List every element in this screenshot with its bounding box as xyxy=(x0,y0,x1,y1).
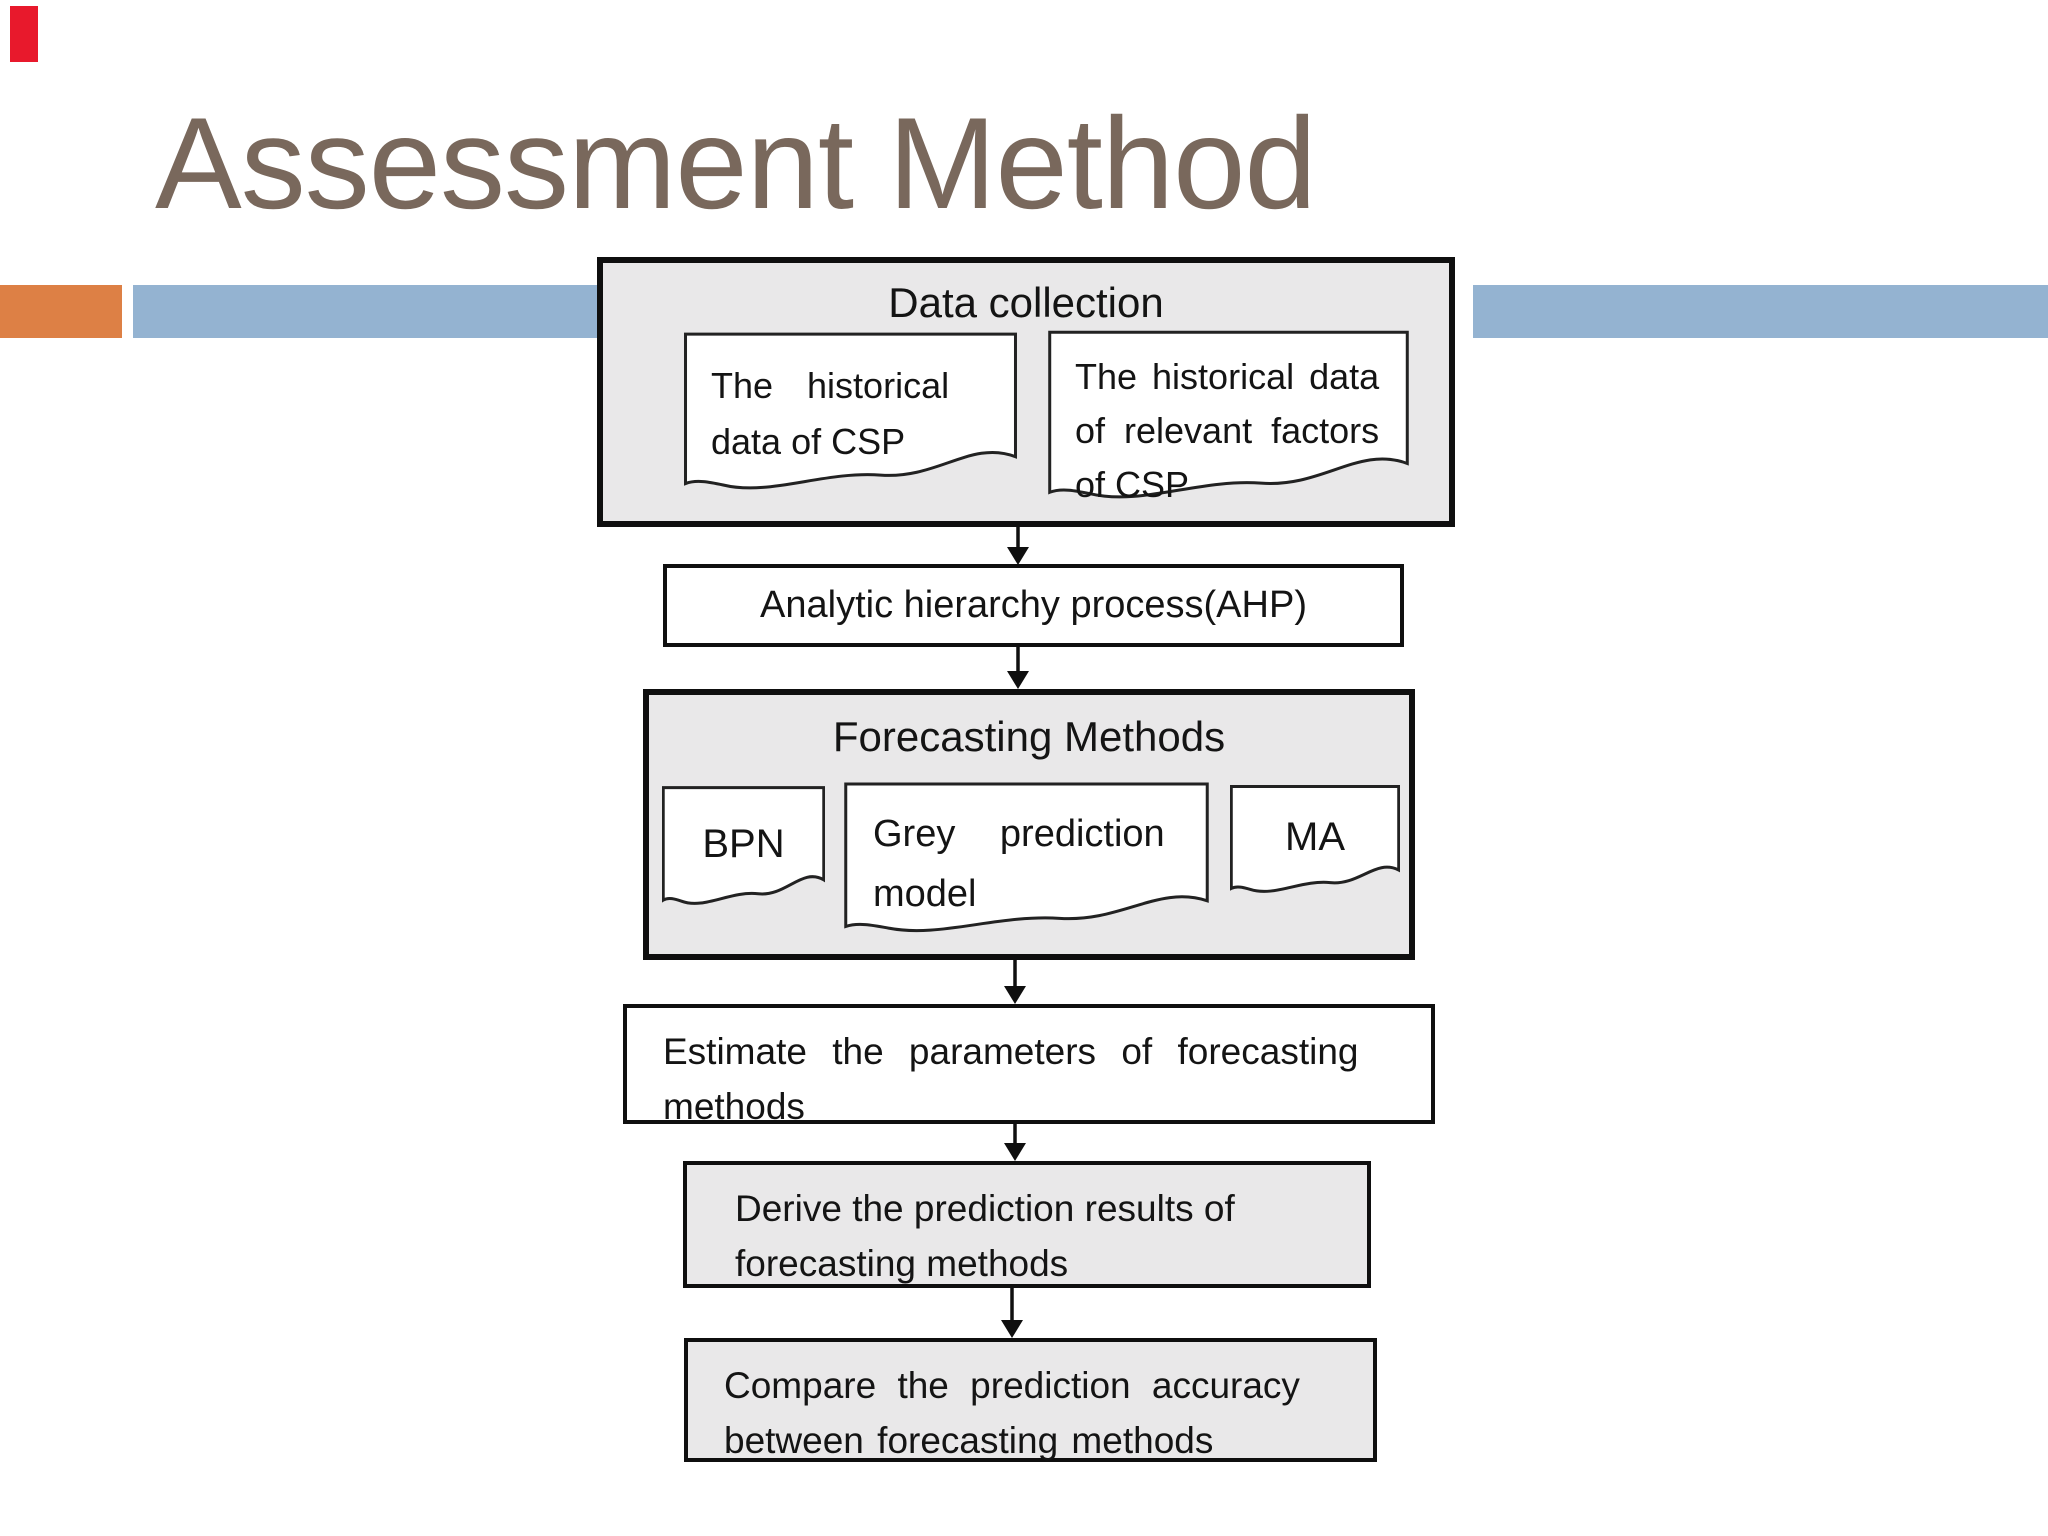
doc-ma-text: MA xyxy=(1230,817,1400,857)
ahp-label: Analytic hierarchy process(AHP) xyxy=(760,584,1307,626)
doc-bpn-text: BPN xyxy=(662,824,825,864)
doc-line: The historical xyxy=(711,365,950,406)
arrow-down-icon xyxy=(1001,1288,1023,1338)
red-corner-mark xyxy=(10,6,38,62)
doc-line: The historical data xyxy=(1075,356,1380,397)
box-line: Compare the prediction accuracy xyxy=(724,1365,1300,1406)
arrow-down-icon xyxy=(1007,527,1029,565)
doc-line: data of CSP xyxy=(711,421,906,462)
ahp-box: Analytic hierarchy process(AHP) xyxy=(663,564,1404,647)
box-line: between forecasting methods xyxy=(724,1420,1214,1461)
page-title: Assessment Method xyxy=(155,90,1317,236)
doc-ma: MA xyxy=(1230,785,1400,901)
box-line: methods xyxy=(663,1086,805,1127)
doc-historical-csp-text: The historical data of CSP xyxy=(683,332,1018,470)
derive-results-text: Derive the prediction results of forecas… xyxy=(687,1165,1367,1291)
estimate-parameters-text: Estimate the parameters of forecasting m… xyxy=(627,1008,1431,1134)
doc-line: Grey prediction xyxy=(873,813,1165,855)
box-line: Derive the prediction results of xyxy=(735,1188,1235,1229)
doc-relevant-factors-text: The historical data of relevant factors … xyxy=(1047,330,1410,512)
accent-bar-blue-left xyxy=(133,285,598,338)
doc-line: model xyxy=(873,873,977,915)
doc-grey-prediction: Grey prediction model xyxy=(843,782,1210,944)
derive-results-box: Derive the prediction results of forecas… xyxy=(683,1161,1371,1288)
arrow-down-icon xyxy=(1004,960,1026,1004)
doc-grey-prediction-text: Grey prediction model xyxy=(843,782,1210,924)
document-shape-icon xyxy=(843,782,1210,944)
arrow-down-icon xyxy=(1007,647,1029,689)
bpn-label: BPN xyxy=(702,822,785,866)
document-shape-icon xyxy=(1047,330,1410,512)
document-shape-icon xyxy=(683,332,1018,502)
compare-accuracy-box: Compare the prediction accuracy between … xyxy=(684,1338,1377,1462)
doc-relevant-factors: The historical data of relevant factors … xyxy=(1047,330,1410,512)
estimate-parameters-box: Estimate the parameters of forecasting m… xyxy=(623,1004,1435,1127)
box-line: Estimate the parameters of forecasting xyxy=(663,1031,1359,1072)
document-shape-icon xyxy=(1230,785,1400,901)
box-line: forecasting methods xyxy=(735,1243,1069,1284)
doc-line: of CSP xyxy=(1075,464,1190,505)
compare-accuracy-text: Compare the prediction accuracy between … xyxy=(688,1342,1373,1468)
document-shape-icon xyxy=(662,786,825,914)
forecasting-methods-header: Forecasting Methods xyxy=(832,713,1226,760)
arrow-down-icon xyxy=(1004,1124,1026,1161)
data-collection-header: Data collection xyxy=(888,279,1164,326)
doc-historical-csp: The historical data of CSP xyxy=(683,332,1018,502)
accent-bar-orange xyxy=(0,285,122,338)
ma-label: MA xyxy=(1285,815,1345,859)
doc-line: of relevant factors xyxy=(1075,410,1380,451)
doc-bpn: BPN xyxy=(662,786,825,914)
accent-bar-blue-right xyxy=(1473,285,2048,338)
